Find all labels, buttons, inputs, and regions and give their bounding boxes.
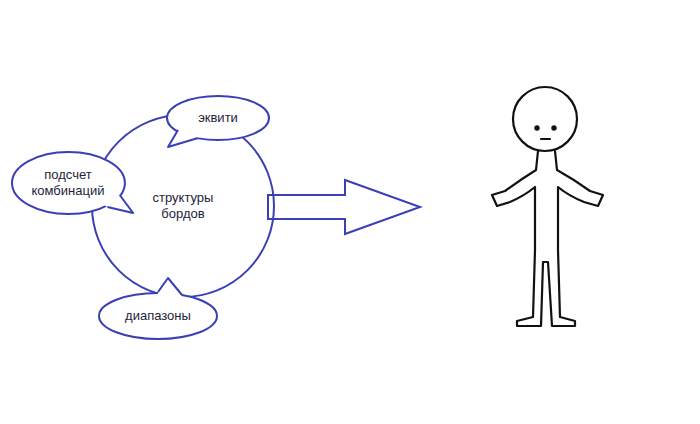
bubble-tail bbox=[107, 195, 133, 213]
bubble-tail-fill bbox=[158, 278, 182, 298]
node-text: структуры бордов bbox=[143, 190, 223, 222]
speech-bubble: диапазоны bbox=[98, 292, 218, 340]
circle-outline bbox=[92, 115, 274, 297]
block-arrow bbox=[268, 180, 420, 234]
speech-bubble: подсчет комбинаций bbox=[11, 151, 126, 215]
bubble-tail bbox=[168, 130, 198, 147]
stick-figure bbox=[492, 87, 603, 326]
node-text: подсчет комбинаций bbox=[18, 167, 118, 199]
bubble-tail-fill bbox=[168, 128, 201, 147]
bubble-tail-fill bbox=[101, 193, 132, 213]
bubble-outline bbox=[99, 293, 217, 339]
bubble-tail bbox=[158, 278, 182, 295]
speech-bubble: эквити bbox=[166, 95, 270, 141]
node-text: эквити bbox=[198, 110, 238, 126]
node-text: диапазоны bbox=[125, 308, 191, 324]
